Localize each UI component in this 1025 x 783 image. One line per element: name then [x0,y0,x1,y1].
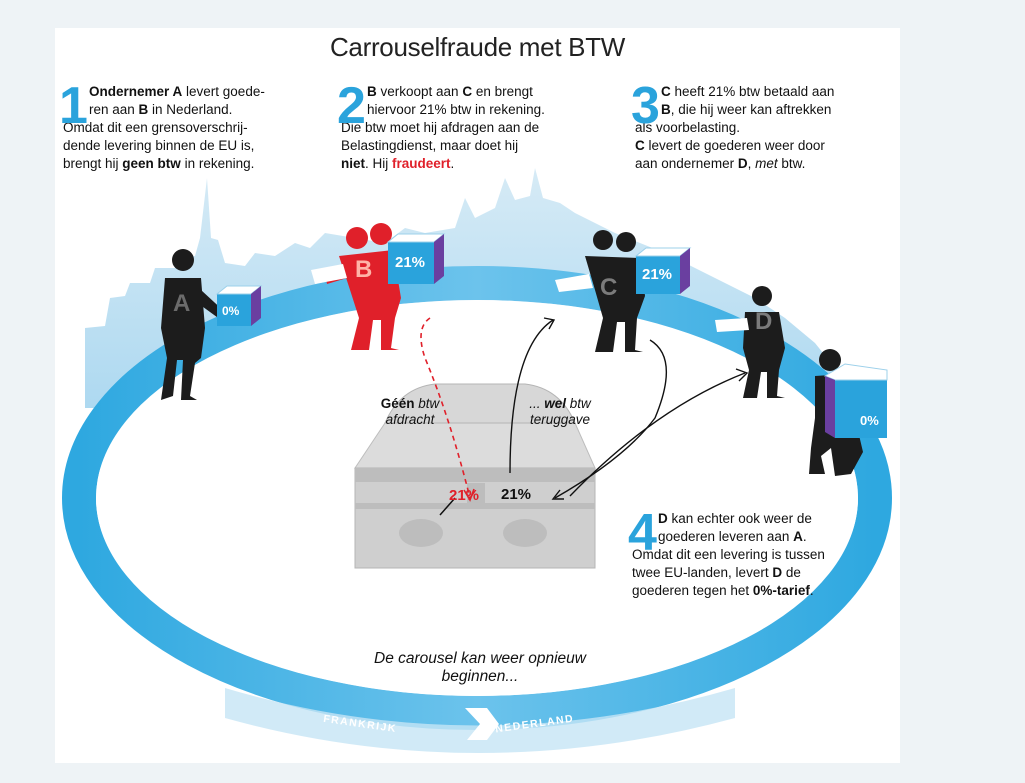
infographic-panel: Carrouselfraude met BTW 1 Ondernemer A l… [55,28,900,763]
person-c-figure [555,230,645,352]
person-b-letter: B [355,256,373,283]
step-3-line: als voorbelasting. [635,120,741,135]
ring-arrow-divider [465,708,499,740]
refund-label: ... wel btw teruggave [529,396,591,427]
chest-pct-fraud: 21% [449,487,480,504]
step-4-line: goederen leveren aan A. [658,529,807,544]
step-2-line: hiervoor 21% btw in rekening. [367,102,545,117]
step-3-number: 3 [631,77,660,135]
box-a-pct: 0% [222,304,240,318]
step-1-text: 1 Ondernemer A levert goede- ren aan B i… [59,80,308,173]
treasure-chest [354,383,596,569]
no-remittance-label: Géén btw afdracht [380,396,440,427]
step-1-line: dende levering binnen de EU is, [63,138,255,153]
step-2-text: 2 B verkoopt aan C en brengt hiervoor 21… [337,80,596,173]
box-c-pct: 21% [642,266,673,283]
step-2-line: B verkoopt aan C en brengt [367,84,533,99]
box-a [215,285,263,326]
step-3-line: C heeft 21% btw betaald aan [661,84,835,99]
person-d-letter: D [755,308,773,335]
step-3-line: C levert de goederen weer door [635,138,825,153]
ring-arrow-divider [280,346,330,388]
step-3-line: B, die hij weer kan aftrekken [661,102,832,117]
step-2-number: 2 [337,77,366,135]
box-crouching [823,363,888,438]
step-4-text: 4 D kan echter ook weer de goederen leve… [628,507,887,600]
step-2-line: Die btw moet hij afdragen aan de [341,120,540,135]
d-to-chest-arrow [569,372,746,497]
carousel-scene [62,168,892,753]
step-3-text: 3 C heeft 21% btw betaald aan B, die hij… [631,80,890,173]
box-b [386,233,446,284]
step-2-line: niet. Hij fraudeert. [341,156,455,171]
restart-caption: De carousel kan weer opnieuw beginnen... [374,650,586,685]
page-title: Carrouselfraude met BTW [329,32,626,62]
fraud-arrow [420,317,471,499]
step-4-number: 4 [628,504,657,562]
step-1-number: 1 [59,77,88,135]
box-c [634,247,692,294]
step-1-line: brengt hij geen btw in rekening. [63,156,255,171]
ring-bottom-band [225,688,735,753]
person-a-letter: A [173,290,191,317]
step-4-line: D kan echter ook weer de [658,511,812,526]
step-1-line: Ondernemer A levert goede- [89,84,265,99]
step-1-line: ren aan B in Nederland. [89,102,233,117]
person-d-figure [715,286,785,398]
chest-pct-paid: 21% [501,486,532,503]
person-c-letter: C [600,274,618,301]
box-b-pct: 21% [395,254,426,271]
step-2-line: Belastingdienst, maar doet hij [341,138,519,153]
step-4-line: goederen tegen het 0%-tarief. [632,583,814,598]
box-crouching-pct: 0% [860,413,879,428]
step-4-line: Omdat dit een levering is tussen [632,547,825,562]
refund-arrow [509,319,554,474]
person-b-figure [311,223,401,350]
step-1-line: Omdat dit een grensoverschrij- [63,120,248,135]
step-4-line: twee EU-landen, levert D de [632,565,801,580]
ring-arrow-divider [490,314,531,346]
step-3-line: aan ondernemer D, met btw. [635,156,806,171]
